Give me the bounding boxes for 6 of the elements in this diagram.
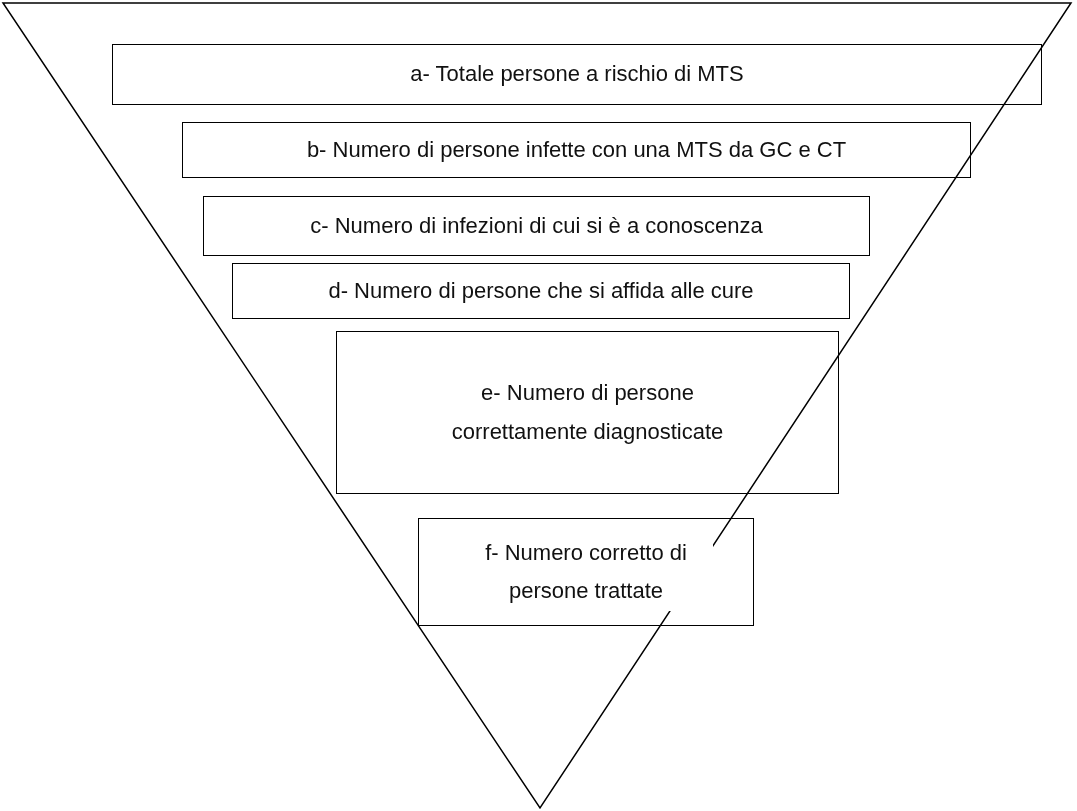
funnel-level-box <box>336 331 839 494</box>
funnel-level-box <box>203 196 870 256</box>
funnel-level-box <box>418 518 754 626</box>
funnel-level-box <box>232 263 850 319</box>
funnel-level-box <box>182 122 971 178</box>
funnel-level-box <box>112 44 1042 105</box>
